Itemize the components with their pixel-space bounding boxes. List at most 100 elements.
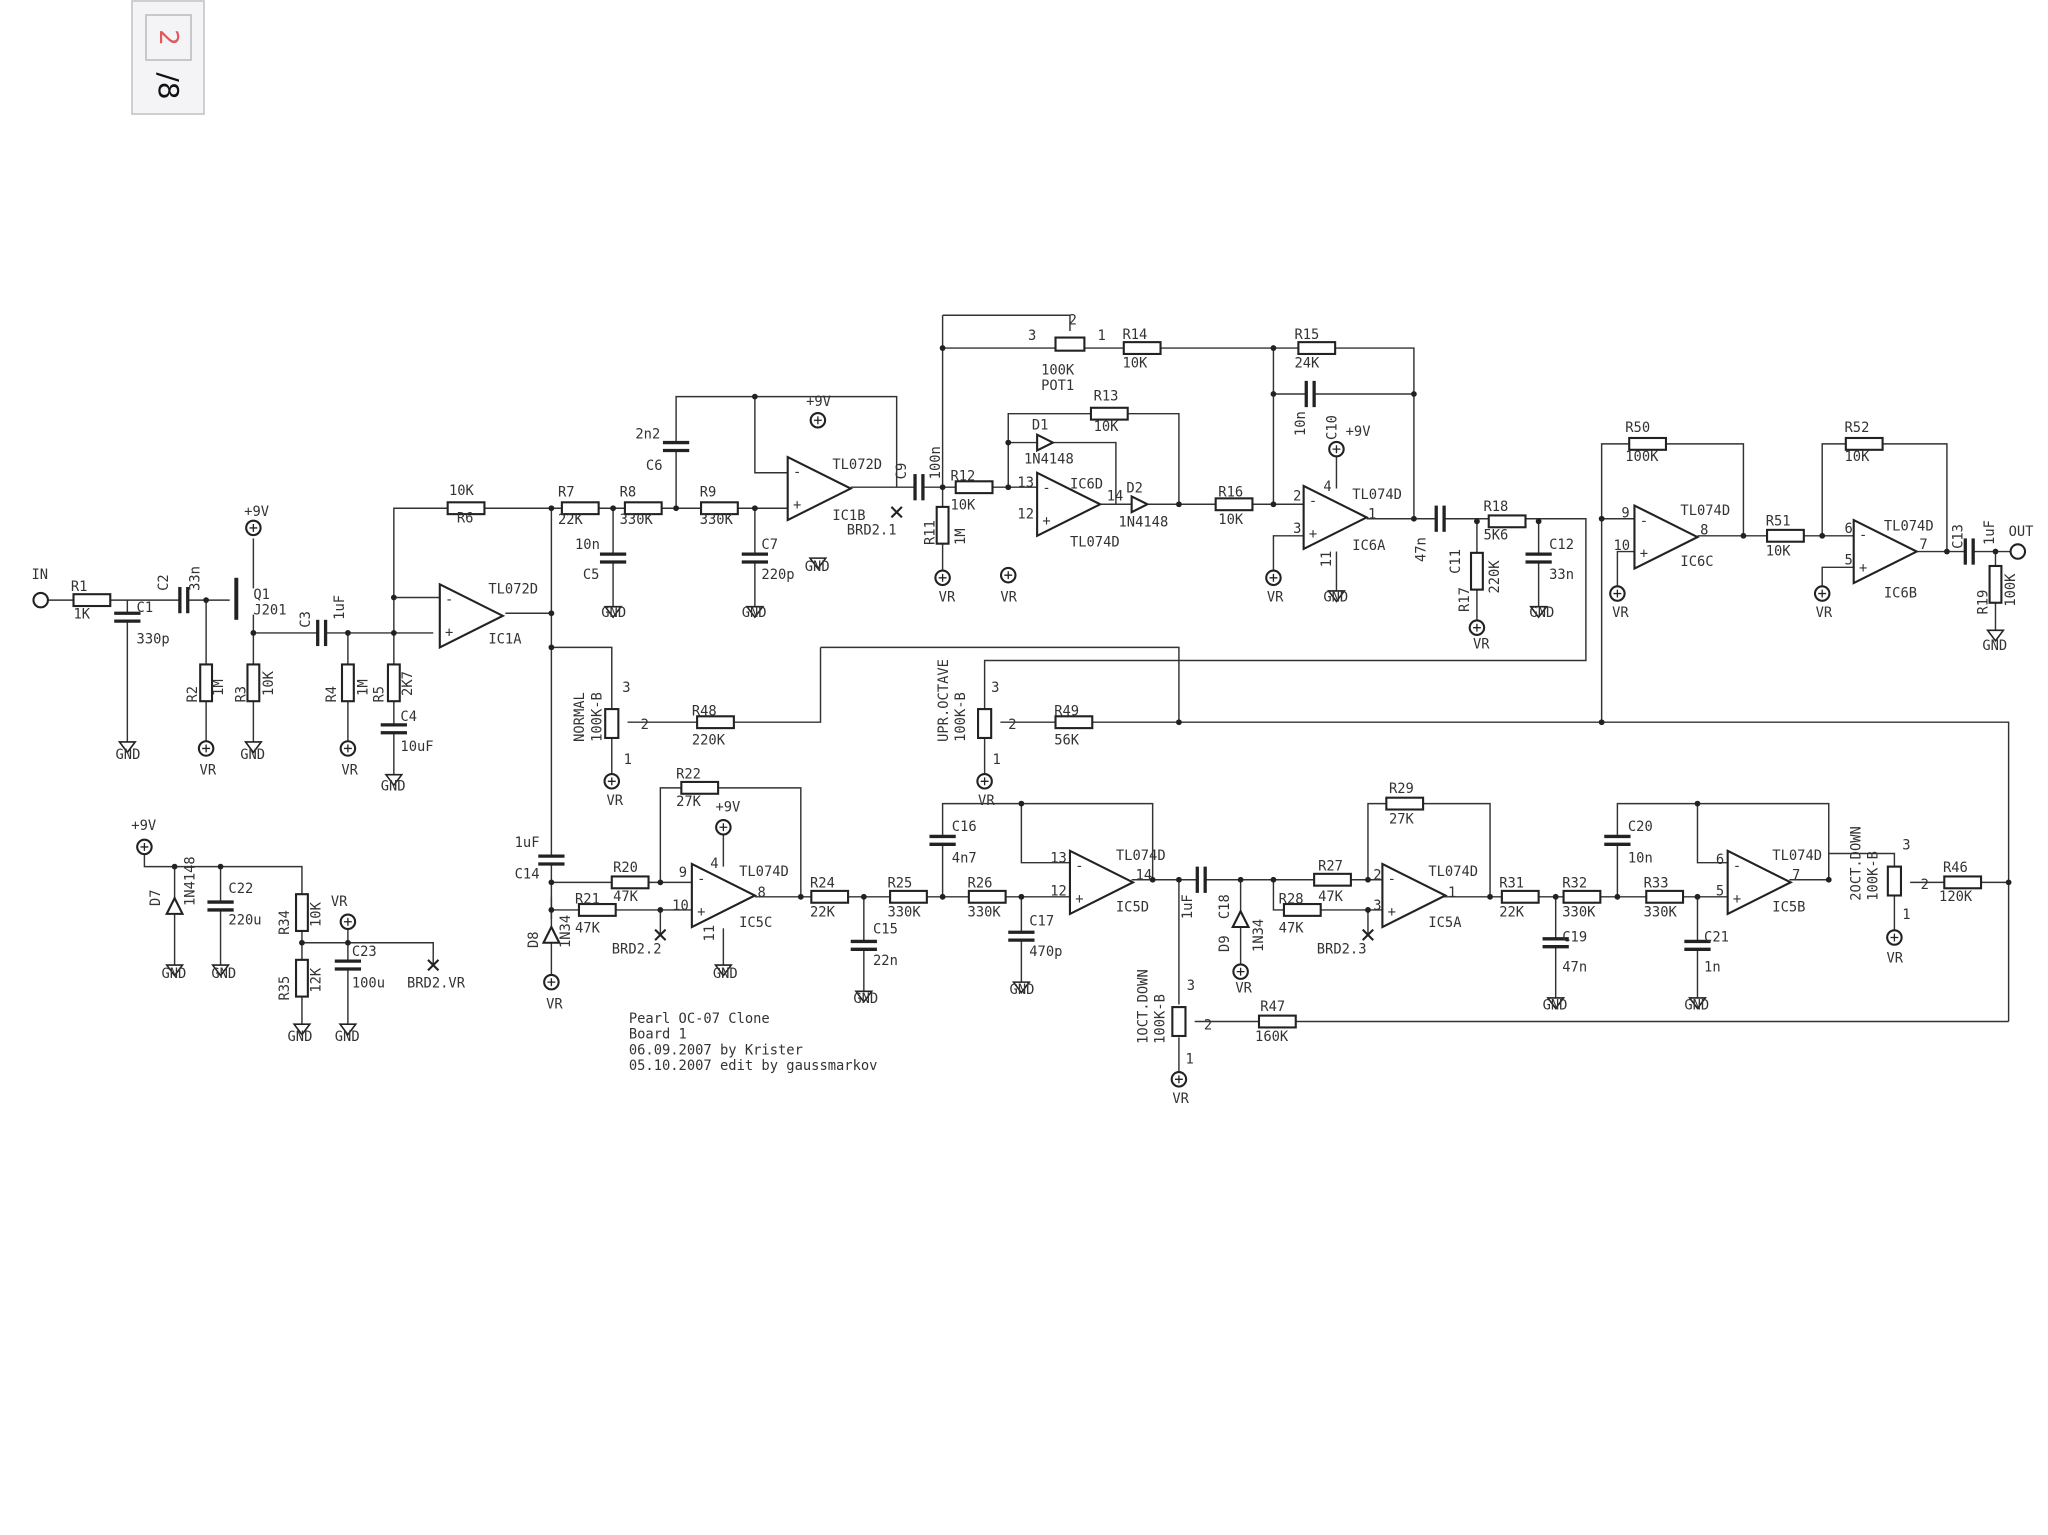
wire (393, 507, 552, 633)
component-label: 100K (1625, 449, 1659, 465)
component-label: 12K (308, 967, 324, 993)
capacitor-gap (1542, 937, 1569, 949)
plus-sign: + (1075, 891, 1083, 907)
component-label: +9V (1346, 424, 1371, 440)
wire (551, 646, 613, 710)
component-label: R33 (1644, 876, 1669, 892)
component-label: 10n (1293, 411, 1309, 436)
component-label: 120K (1939, 889, 1973, 905)
component-label: 220u (228, 912, 261, 928)
component-label: 1N34 (558, 915, 574, 948)
component-label: R1 (71, 579, 88, 595)
plus-mark (813, 416, 822, 425)
resistor (1385, 796, 1425, 811)
plus-mark (249, 523, 258, 532)
potentiometer (1171, 1006, 1187, 1038)
component-label: 4n7 (952, 851, 977, 867)
component-label: GND (805, 559, 830, 575)
capacitor-gap (334, 959, 362, 971)
junction-dot (939, 484, 946, 491)
title-line: 06.09.2007 by Krister (629, 1042, 803, 1058)
component-label: 330K (968, 905, 1002, 921)
component-label: 100u (352, 975, 385, 991)
component-label: IC6C (1680, 554, 1713, 570)
minus-sign: - (1042, 480, 1050, 496)
component-label: TL074D (1772, 848, 1822, 864)
component-label: D1 (1032, 417, 1049, 433)
plus-mark (343, 744, 352, 753)
op-amp-body (690, 862, 758, 929)
component-label: R18 (1483, 499, 1508, 515)
component-label: 4 (710, 856, 718, 872)
component-label: 2 (1204, 1017, 1212, 1033)
resistor (699, 501, 739, 516)
component-label: R4 (324, 686, 340, 703)
component-label: 1M (953, 528, 969, 545)
component-label: IC6A (1352, 538, 1386, 554)
resistor (1487, 514, 1527, 529)
component-label: GND (601, 605, 626, 621)
resistor (935, 505, 950, 545)
component-label: 330K (620, 512, 654, 528)
junction-dot (1694, 800, 1701, 807)
component-label: 3 (991, 680, 999, 696)
component-label: R19 (1976, 590, 1992, 615)
component-label: 100K-B (953, 692, 969, 742)
plus-mark (140, 842, 149, 851)
component-label: 22K (810, 905, 836, 921)
junction-dot (1270, 876, 1277, 883)
component-label: IC1A (488, 631, 522, 647)
ground-icon (384, 773, 404, 787)
component-label: R48 (692, 704, 717, 720)
component-label: 330p (137, 631, 170, 647)
junction-dot (299, 939, 305, 946)
component-label: BRD2.VR (407, 975, 466, 991)
op-amp-body (1852, 518, 1920, 585)
resistor (446, 501, 486, 516)
plus-mark (1269, 573, 1278, 582)
component-label: GND (116, 747, 141, 763)
component-label: 13 (1050, 851, 1067, 867)
component-label: C4 (400, 709, 417, 725)
op-amp: -+ (1036, 471, 1103, 538)
capacitor-gap (380, 723, 407, 735)
component-label: R50 (1625, 420, 1650, 436)
op-amp-body (1726, 849, 1794, 916)
resistor (680, 780, 720, 795)
junction-dot (1176, 876, 1182, 883)
page-indicator[interactable]: 2 /8 (131, 0, 205, 115)
junction-dot (1149, 876, 1156, 883)
capacitor-gap (1963, 538, 1975, 565)
component-label: 10K (1122, 356, 1148, 372)
component-label: Q1 (253, 587, 270, 603)
component-label: GND (1982, 638, 2007, 654)
ground-icon (854, 990, 874, 1004)
junction-dot (171, 863, 178, 870)
component-label: 100K-B (1152, 994, 1168, 1044)
ground-icon (211, 964, 231, 977)
component-label: 160K (1255, 1029, 1289, 1045)
component-label: R20 (613, 860, 638, 876)
capacitor (1008, 930, 1035, 942)
capacitor-gap (913, 474, 925, 501)
junction-dot (1694, 893, 1701, 900)
component-label: R2 (185, 686, 201, 703)
junction-dot (250, 630, 257, 636)
junction-dot (217, 863, 224, 870)
junction-dot (797, 893, 804, 900)
supply-terminal-icon (1468, 619, 1486, 636)
capacitor (1304, 380, 1316, 408)
capacitor (538, 854, 565, 866)
minus-sign: - (1388, 872, 1396, 888)
component-label: GND (288, 1029, 313, 1045)
component-label: 8 (757, 885, 765, 901)
component-label: 1K (74, 606, 91, 622)
plus-mark (1236, 967, 1245, 976)
component-label: +9V (131, 818, 156, 834)
component-label: 3 (1373, 898, 1381, 914)
component-label: R3 (233, 686, 249, 703)
component-label: GND (1543, 998, 1568, 1014)
component-label: 10K (950, 498, 976, 514)
component-label: 1N4148 (182, 856, 198, 906)
capacitor-gap (114, 611, 141, 623)
